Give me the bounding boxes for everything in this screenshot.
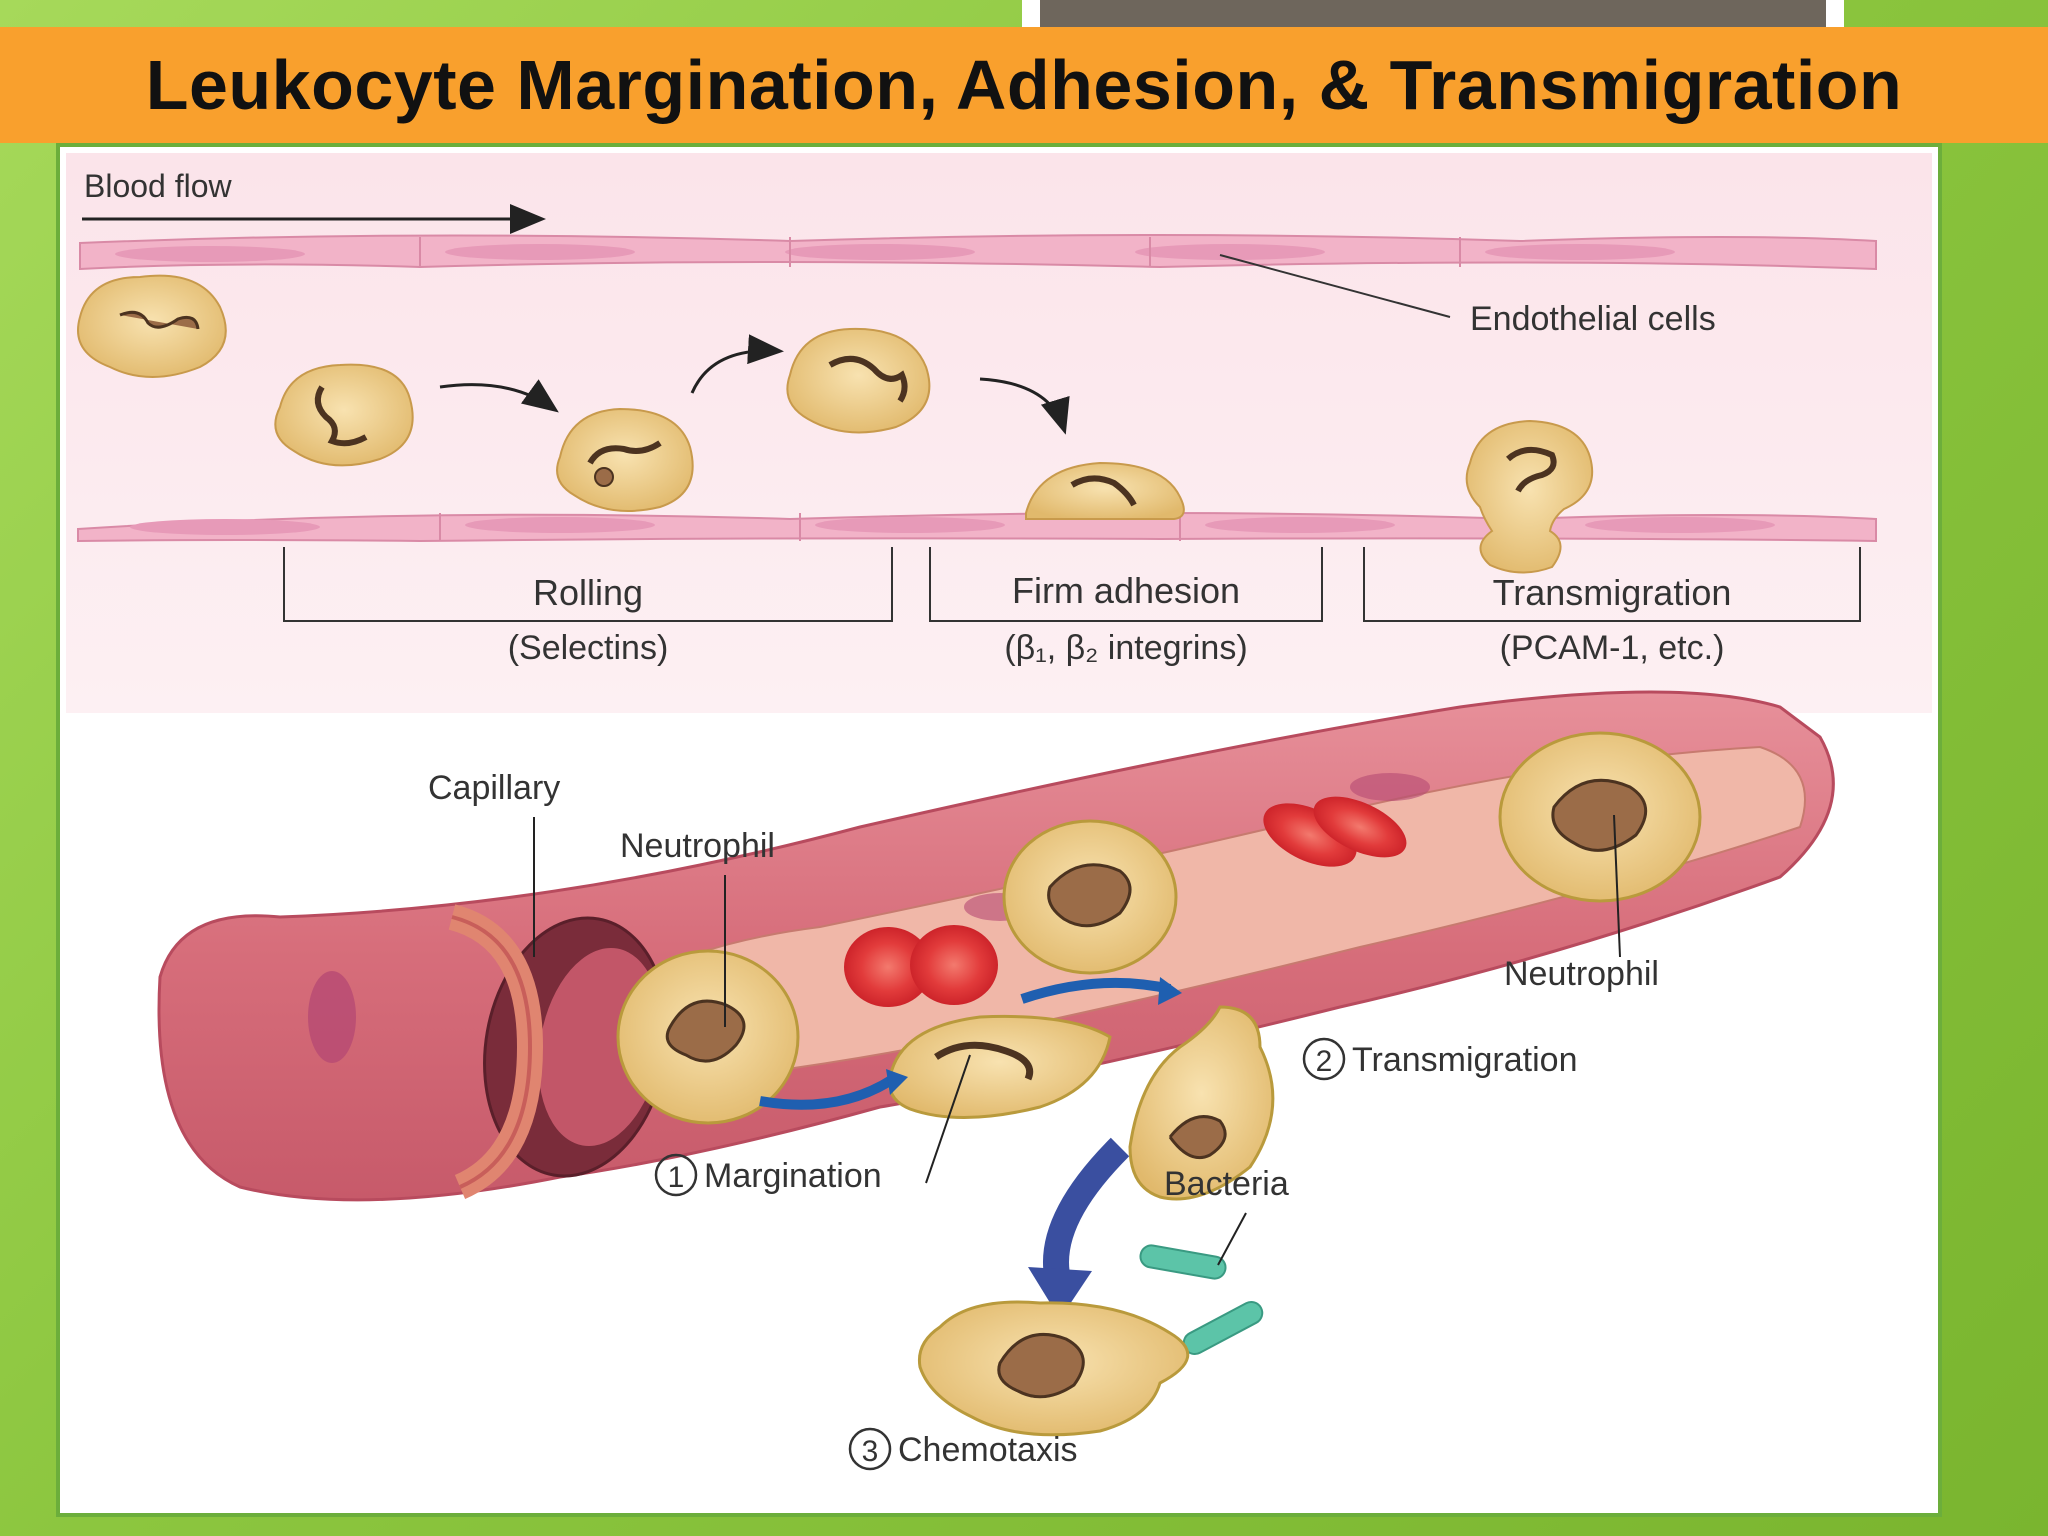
stage-1-number: 1: [668, 1161, 685, 1194]
endothelial-label: Endothelial cells: [1470, 300, 1716, 338]
adhesion-arrow: [979, 377, 1070, 435]
stage-1-label: Margination: [704, 1157, 882, 1195]
margination-arrow-head: [886, 1069, 908, 1095]
stage-number-circle: [848, 1427, 892, 1471]
leukocyte-cell: [786, 327, 931, 434]
stage-2-number: 2: [1316, 1045, 1333, 1078]
margination-arrow: [759, 1072, 899, 1110]
neutrophil-cell: [887, 1014, 1112, 1119]
neutrophil-label-right: Neutrophil: [1504, 955, 1659, 993]
endothelial-pointer: [1219, 254, 1451, 318]
neutrophil-right-pointer: [1613, 814, 1621, 958]
red-blood-cells: [844, 796, 1407, 1007]
capillary-label: Capillary: [428, 769, 560, 807]
top-endothelium: [79, 234, 1877, 271]
rolling-bracket: [283, 547, 893, 622]
step-rolling-mediator: (Selectins): [508, 629, 669, 667]
adhesion-bracket: [929, 547, 1323, 622]
neutrophil-cell: [1498, 731, 1702, 903]
slide-title: Leukocyte Margination, Adhesion, & Trans…: [145, 46, 1903, 124]
bottom-endothelium: [77, 512, 1877, 543]
top-dark-bar: [1040, 0, 1826, 30]
step-transmigration-mediator: (PCAM-1, etc.): [1500, 629, 1725, 667]
leukocyte-cell: [556, 407, 694, 512]
stage-number-circle: [654, 1153, 698, 1197]
step-adhesion-label: Firm adhesion: [1012, 570, 1240, 611]
leukocyte-cell: [1465, 419, 1594, 574]
chemotaxis-neutrophil: [917, 1300, 1190, 1437]
step-adhesion-mediator: (β₁, β₂ integrins): [1004, 629, 1247, 667]
stage-3-label: Chemotaxis: [898, 1431, 1078, 1469]
transmigration-bracket: [1363, 547, 1861, 622]
transmigration-arrow: [1020, 977, 1172, 1004]
stage-number-circle: [1302, 1037, 1346, 1081]
stage-2-label: Transmigration: [1352, 1041, 1577, 1079]
step-rolling-label: Rolling: [533, 572, 643, 613]
rolling-arrow: [690, 334, 784, 394]
stage-3-number: 3: [862, 1435, 879, 1468]
bacteria-pointer: [1217, 1212, 1247, 1266]
leukocyte-cell: [77, 274, 227, 378]
title-band: Leukocyte Margination, Adhesion, & Trans…: [0, 27, 2048, 143]
figure-frame: Blood flow Endothelial cells: [56, 143, 1942, 1517]
step-transmigration-label: Transmigration: [1493, 572, 1732, 613]
neutrophil-cell: [1002, 819, 1178, 975]
chemotaxis-arrow-head: [1028, 1267, 1092, 1319]
margination-pointer: [925, 1054, 971, 1184]
bacteria-label: Bacteria: [1164, 1165, 1289, 1203]
transmigration-arrow-head: [1158, 977, 1182, 1005]
chemotaxis-arrow: [1043, 1137, 1130, 1292]
leukocyte-cell: [1025, 461, 1185, 520]
neutrophil-label-left: Neutrophil: [620, 827, 775, 865]
leukocyte-cell: [274, 363, 414, 467]
neutrophil-cell: [616, 949, 800, 1125]
neutrophil-cell: [1128, 1005, 1275, 1201]
rolling-arrow: [439, 379, 559, 413]
bacteria: [1139, 1244, 1264, 1356]
leukocyte-diagram: Blood flow Endothelial cells: [66, 153, 1932, 1471]
blood-flow-label: Blood flow: [84, 168, 233, 204]
